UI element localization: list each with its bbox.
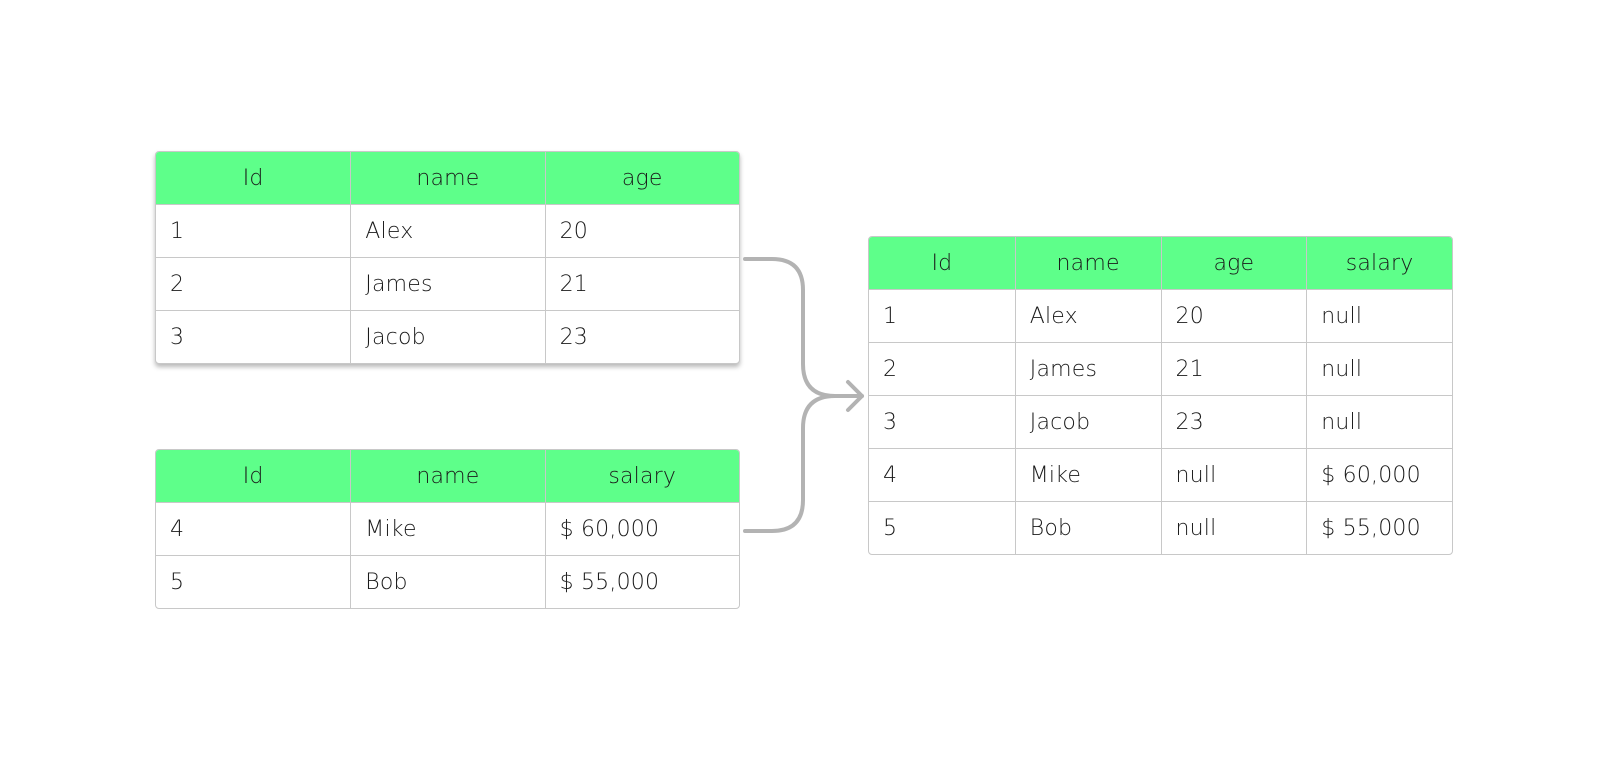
cell-id: 1	[883, 303, 898, 329]
cell-name: Alex	[1014, 290, 1161, 342]
table-result: Id name age salary 1 Alex 20 null 2 Jame…	[868, 236, 1453, 555]
cell-salary: $ 60,000	[544, 503, 739, 555]
header-cell-name: name	[350, 152, 544, 204]
table-header-row: Id name age	[156, 152, 739, 204]
table-row: 1 Alex 20 null	[869, 289, 1452, 342]
cell-id: 5	[883, 515, 898, 541]
table-row: 5 Bob $ 55,000	[156, 555, 739, 608]
table-row: 5 Bob null $ 55,000	[869, 501, 1452, 554]
header-cell-salary: salary	[544, 450, 739, 502]
cell-id: 2	[883, 356, 898, 382]
cell-name: James	[350, 258, 544, 310]
cell-age: 23	[544, 311, 739, 363]
cell-name: Mike	[350, 503, 544, 555]
arrowhead	[846, 380, 864, 412]
cell-name: Jacob	[350, 311, 544, 363]
cell-age: 21	[544, 258, 739, 310]
table-row: 3 Jacob 23	[156, 310, 739, 363]
table-row: 3 Jacob 23 null	[869, 395, 1452, 448]
table-header-row: Id name age salary	[869, 237, 1452, 289]
header-cell-id: Id	[931, 250, 953, 276]
cell-age: null	[1160, 502, 1307, 554]
cell-age: 21	[1160, 343, 1307, 395]
cell-id: 2	[170, 271, 185, 297]
cell-name: Bob	[1014, 502, 1161, 554]
cell-age: null	[1160, 449, 1307, 501]
cell-salary: null	[1306, 343, 1452, 395]
cell-age: 23	[1160, 396, 1307, 448]
cell-id: 3	[170, 324, 185, 350]
header-cell-name: name	[350, 450, 544, 502]
header-cell-name: name	[1014, 237, 1161, 289]
header-cell-age: age	[544, 152, 739, 204]
table-row: 2 James 21 null	[869, 342, 1452, 395]
cell-salary: null	[1306, 290, 1452, 342]
table-row: 4 Mike $ 60,000	[156, 502, 739, 555]
cell-id: 3	[883, 409, 898, 435]
cell-name: Bob	[350, 556, 544, 608]
cell-id: 1	[170, 218, 185, 244]
header-cell-salary: salary	[1306, 237, 1452, 289]
table-salary: Id name salary 4 Mike $ 60,000 5 Bob $ 5…	[155, 449, 740, 609]
table-header-row: Id name salary	[156, 450, 739, 502]
connector-bottom-line	[743, 394, 837, 533]
table-people: Id name age 1 Alex 20 2 James 21 3 Jacob…	[155, 151, 740, 364]
header-cell-id: Id	[242, 165, 264, 191]
cell-id: 5	[170, 569, 185, 595]
cell-salary: $ 60,000	[1306, 449, 1452, 501]
cell-salary: null	[1306, 396, 1452, 448]
cell-age: 20	[1160, 290, 1307, 342]
cell-id: 4	[170, 516, 185, 542]
table-row: 1 Alex 20	[156, 204, 739, 257]
cell-name: James	[1014, 343, 1161, 395]
header-cell-id: Id	[242, 463, 264, 489]
connector-top-line	[743, 257, 837, 398]
table-row: 2 James 21	[156, 257, 739, 310]
cell-name: Jacob	[1014, 396, 1161, 448]
table-row: 4 Mike null $ 60,000	[869, 448, 1452, 501]
cell-name: Alex	[350, 205, 544, 257]
cell-age: 20	[544, 205, 739, 257]
cell-name: Mike	[1014, 449, 1161, 501]
cell-salary: $ 55,000	[1306, 502, 1452, 554]
cell-salary: $ 55,000	[544, 556, 739, 608]
cell-id: 4	[883, 462, 898, 488]
header-cell-age: age	[1160, 237, 1307, 289]
